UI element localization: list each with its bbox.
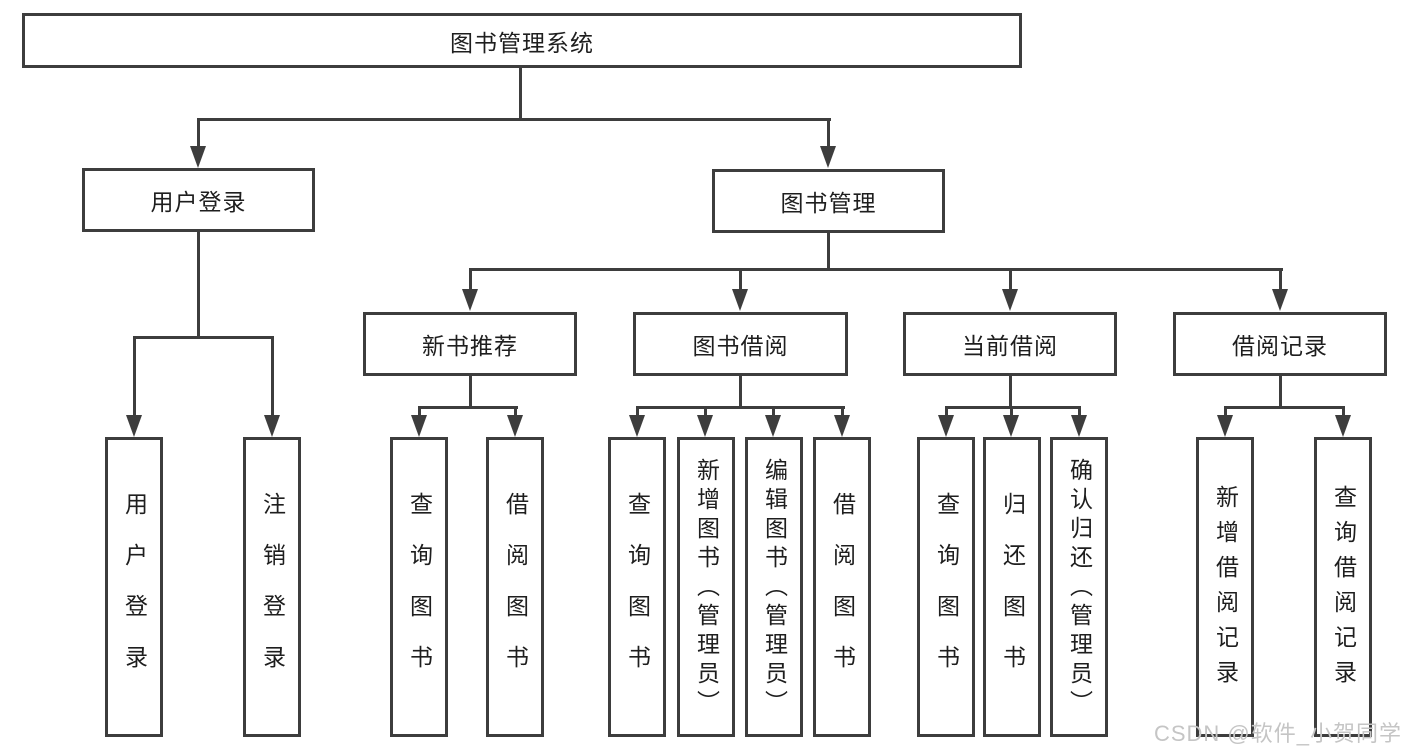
arrow-down-icon — [462, 289, 478, 311]
arrow-down-icon — [765, 415, 781, 437]
leaf-borrow-books: 借阅图书 — [813, 437, 871, 737]
connector — [945, 406, 948, 419]
leaf-query-borrow-record: 查询借阅记录 — [1314, 437, 1372, 737]
node-label: 新增借阅记录 — [1212, 485, 1239, 695]
arrow-down-icon — [1071, 415, 1087, 437]
node-label: 新书推荐 — [422, 333, 518, 359]
connector — [418, 406, 518, 409]
node-label: 用户登录 — [150, 189, 247, 215]
connector — [704, 406, 707, 419]
node-current-borrowing: 当前借阅 — [903, 312, 1117, 376]
connector — [197, 118, 200, 150]
node-label: 用户登录 — [121, 492, 148, 696]
connector — [469, 374, 472, 408]
arrow-down-icon — [1002, 289, 1018, 311]
node-label: 借阅图书 — [829, 492, 856, 696]
connector — [133, 336, 274, 339]
arrow-down-icon — [264, 415, 280, 437]
connector — [636, 406, 639, 419]
connector — [1009, 374, 1012, 408]
leaf-add-borrow-record: 新增借阅记录 — [1196, 437, 1254, 737]
connector — [1078, 406, 1081, 419]
arrow-down-icon — [697, 415, 713, 437]
csdn-watermark: CSDN @软件_小贺同学 — [1153, 721, 1402, 746]
node-user-login: 用户登录 — [82, 168, 315, 232]
node-label: 查询借阅记录 — [1330, 485, 1357, 695]
node-label: 注销登录 — [259, 492, 286, 696]
connector — [636, 406, 845, 409]
leaf-return-books: 归还图书 — [983, 437, 1041, 737]
node-label: 新增图书（管理员） — [693, 458, 720, 719]
connector — [197, 118, 831, 121]
connector — [1279, 374, 1282, 408]
arrow-down-icon — [190, 146, 206, 168]
node-label: 图书借阅 — [692, 333, 789, 359]
connector — [841, 406, 844, 419]
node-label: 借阅图书 — [502, 492, 529, 696]
connector — [133, 336, 136, 418]
connector — [945, 406, 1081, 409]
node-book-borrowing: 图书借阅 — [633, 312, 848, 376]
connector — [1279, 268, 1282, 292]
connector — [1009, 268, 1012, 292]
connector — [739, 374, 742, 408]
arrow-down-icon — [126, 415, 142, 437]
connector — [1010, 406, 1013, 419]
connector — [827, 230, 830, 270]
node-label: 查询图书 — [624, 492, 651, 696]
node-borrowing-records: 借阅记录 — [1173, 312, 1387, 376]
node-label: 编辑图书（管理员） — [761, 458, 788, 719]
arrow-down-icon — [411, 415, 427, 437]
arrow-down-icon — [507, 415, 523, 437]
arrow-down-icon — [820, 146, 836, 168]
connector — [514, 406, 517, 419]
leaf-logout: 注销登录 — [243, 437, 301, 737]
arrow-down-icon — [1272, 289, 1288, 311]
leaf-user-login: 用户登录 — [105, 437, 163, 737]
node-new-book-recommend: 新书推荐 — [363, 312, 577, 376]
node-label: 确认归还（管理员） — [1066, 458, 1093, 719]
leaf-query-books-current: 查询图书 — [917, 437, 975, 737]
leaf-query-books-borrow: 查询图书 — [608, 437, 666, 737]
arrow-down-icon — [1217, 415, 1233, 437]
node-label: 归还图书 — [999, 492, 1026, 696]
leaf-borrow-books-recommend: 借阅图书 — [486, 437, 544, 737]
leaf-confirm-return-admin: 确认归还（管理员） — [1050, 437, 1108, 737]
node-label: 借阅记录 — [1232, 333, 1328, 359]
connector — [469, 268, 472, 292]
connector — [271, 336, 274, 418]
connector — [197, 230, 200, 338]
arrow-down-icon — [1003, 415, 1019, 437]
arrow-down-icon — [1335, 415, 1351, 437]
node-label: 查询图书 — [406, 492, 433, 696]
leaf-edit-books-admin: 编辑图书（管理员） — [745, 437, 803, 737]
arrow-down-icon — [629, 415, 645, 437]
node-label: 当前借阅 — [962, 333, 1058, 359]
arrow-down-icon — [732, 289, 748, 311]
node-label: 查询图书 — [933, 492, 960, 696]
node-book-management: 图书管理 — [712, 169, 945, 233]
connector — [519, 68, 522, 120]
arrow-down-icon — [834, 415, 850, 437]
connector — [1224, 406, 1345, 409]
connector — [772, 406, 775, 419]
node-label: 图书管理系统 — [450, 29, 594, 56]
arrow-down-icon — [938, 415, 954, 437]
connector — [1342, 406, 1345, 419]
connector — [1224, 406, 1227, 419]
node-library-system: 图书管理系统 — [22, 13, 1022, 68]
connector — [827, 118, 830, 150]
leaf-add-books-admin: 新增图书（管理员） — [677, 437, 735, 737]
connector — [739, 268, 742, 292]
connector — [469, 268, 1283, 271]
node-label: 图书管理 — [780, 190, 877, 216]
leaf-query-books-recommend: 查询图书 — [390, 437, 448, 737]
connector — [418, 406, 421, 419]
